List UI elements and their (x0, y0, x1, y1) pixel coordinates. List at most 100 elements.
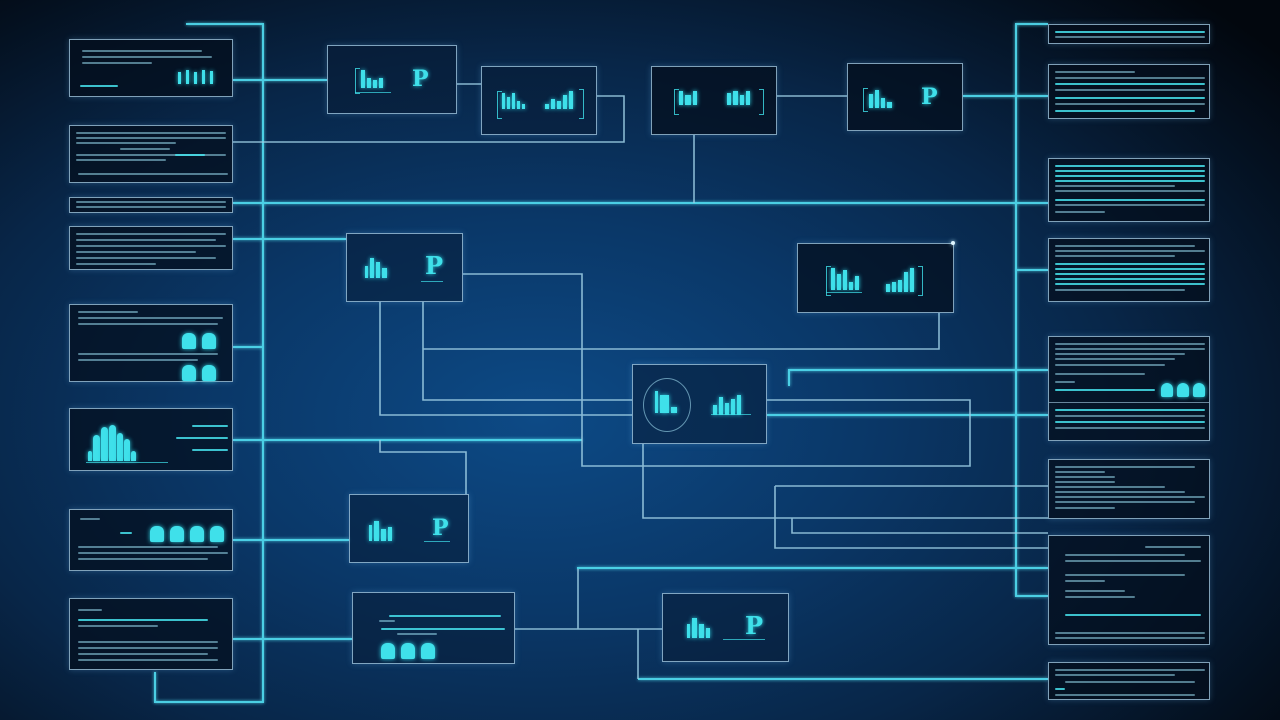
text-line (1065, 614, 1201, 616)
center-node-8[interactable]: P (349, 494, 469, 563)
text-line (381, 628, 505, 630)
center-node-5[interactable]: P (346, 233, 463, 302)
bump-icon (182, 365, 196, 381)
right-panel-5[interactable] (1048, 336, 1210, 441)
left-panel-2[interactable] (69, 125, 233, 183)
panel-divider (1049, 402, 1209, 403)
center-node-7-hub[interactable] (632, 364, 767, 444)
text-line (1055, 491, 1185, 493)
text-line (76, 154, 226, 156)
text-line (1065, 596, 1135, 598)
text-line (1055, 476, 1115, 478)
text-line (76, 239, 216, 241)
table-row (192, 425, 228, 427)
left-panel-4[interactable] (69, 226, 233, 270)
text-line (78, 546, 218, 548)
text-line (78, 558, 208, 560)
bump-icon (401, 643, 415, 659)
text-line (1055, 283, 1205, 285)
center-node-3[interactable] (651, 66, 777, 135)
text-line (76, 263, 156, 265)
text-line (175, 154, 205, 156)
text-line (1145, 546, 1201, 548)
text-line (76, 159, 166, 161)
text-line (1055, 674, 1175, 676)
text-line (1055, 83, 1205, 85)
text-line (1055, 688, 1065, 690)
text-line (1055, 170, 1205, 172)
bar-chart-icon (886, 268, 914, 292)
text-line (1055, 273, 1205, 275)
text-line (78, 311, 138, 313)
text-line (1055, 31, 1205, 33)
right-panel-8[interactable] (1048, 662, 1210, 700)
text-line (1055, 250, 1205, 252)
left-panel-3[interactable] (69, 197, 233, 213)
text-line (379, 620, 395, 622)
text-line (1055, 389, 1155, 391)
text-line (76, 233, 226, 235)
bracket-icon (355, 68, 360, 94)
right-panel-2[interactable] (1048, 64, 1210, 119)
center-node-6[interactable] (797, 241, 955, 313)
center-node-10[interactable]: P (662, 593, 789, 662)
bump-icon (170, 526, 184, 542)
text-line (389, 615, 501, 617)
left-panel-5[interactable] (69, 304, 233, 382)
bump-icon (190, 526, 204, 542)
bar-glyph-icon (365, 258, 387, 278)
chart-baseline (826, 292, 862, 293)
right-panel-3[interactable] (1048, 158, 1210, 222)
text-line (1055, 496, 1205, 498)
right-panel-6[interactable] (1048, 459, 1210, 519)
text-line (80, 85, 118, 87)
text-line (78, 641, 218, 643)
bracket-icon (759, 89, 764, 115)
right-panel-1[interactable] (1048, 24, 1210, 44)
text-line (78, 647, 218, 649)
text-line (1055, 669, 1205, 671)
left-panel-7[interactable] (69, 509, 233, 571)
right-panel-7[interactable] (1048, 535, 1210, 645)
text-line (1055, 255, 1175, 257)
text-line (1055, 343, 1205, 345)
left-panel-1[interactable] (69, 39, 233, 97)
bar-glyph-icon (727, 91, 750, 105)
waveform-chart-icon (88, 425, 136, 461)
text-line (1055, 71, 1135, 73)
table-row (176, 437, 228, 439)
text-line (82, 50, 202, 52)
text-line (397, 633, 437, 635)
text-line (1055, 175, 1205, 177)
center-node-2[interactable] (481, 66, 597, 135)
bump-icon (421, 643, 435, 659)
text-line (1055, 486, 1165, 488)
center-node-4[interactable]: P (847, 63, 963, 131)
bar-glyph-icon (687, 618, 710, 638)
chart-baseline (723, 639, 765, 640)
center-node-9[interactable] (352, 592, 515, 664)
text-line (1055, 373, 1145, 375)
text-line (1055, 364, 1165, 366)
text-line (1055, 421, 1205, 423)
text-line (1055, 409, 1205, 411)
left-panel-8[interactable] (69, 598, 233, 670)
text-line (1055, 694, 1195, 696)
text-line (1055, 466, 1195, 468)
center-node-1[interactable]: P (327, 45, 457, 114)
text-line (1055, 211, 1105, 213)
bar-glyph-icon (869, 90, 892, 108)
text-line (1055, 268, 1205, 270)
text-line (1055, 36, 1205, 38)
right-panel-4[interactable] (1048, 238, 1210, 302)
text-line (78, 552, 228, 554)
text-line (1055, 245, 1195, 247)
text-line (1065, 554, 1185, 556)
text-line (1055, 381, 1075, 383)
left-panel-6-waveform[interactable] (69, 408, 233, 471)
text-line (1055, 180, 1205, 182)
p-glyph-icon: P (425, 251, 444, 280)
bump-icon (150, 526, 164, 542)
text-line (78, 323, 218, 325)
